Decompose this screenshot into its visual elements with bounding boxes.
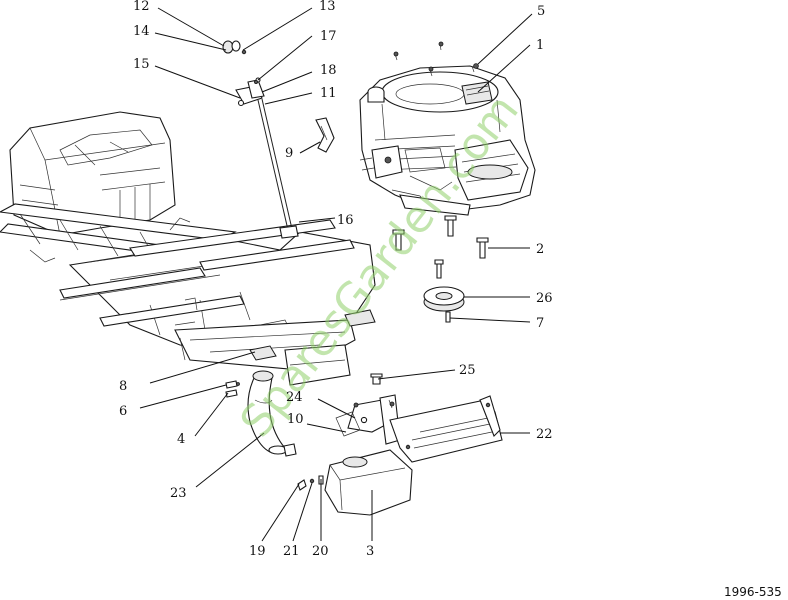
control-rod-assembly bbox=[222, 40, 335, 239]
callout-2: 2 bbox=[536, 242, 544, 257]
mower-frame bbox=[0, 111, 376, 386]
callout-labels: 1 2 3 4 5 6 7 8 9 10 11 12 13 14 15 16 1… bbox=[119, 0, 553, 559]
callout-18: 18 bbox=[320, 63, 337, 78]
callout-20: 20 bbox=[312, 544, 329, 559]
exhaust-pipe bbox=[247, 370, 297, 457]
callout-9: 9 bbox=[285, 146, 293, 161]
leader-lines bbox=[139, 7, 533, 542]
callout-16: 16 bbox=[337, 213, 354, 228]
callout-1: 1 bbox=[536, 38, 544, 53]
engine-bolts bbox=[392, 215, 489, 279]
callout-3: 3 bbox=[366, 544, 374, 559]
pulley bbox=[423, 286, 465, 323]
callout-12: 12 bbox=[133, 0, 150, 14]
callout-24: 24 bbox=[286, 390, 303, 405]
callout-7: 7 bbox=[536, 316, 544, 331]
engine bbox=[359, 41, 536, 216]
callout-15: 15 bbox=[133, 57, 150, 72]
callout-22: 22 bbox=[536, 427, 553, 442]
callout-26: 26 bbox=[536, 291, 553, 306]
callout-23: 23 bbox=[170, 486, 187, 501]
callout-14: 14 bbox=[133, 24, 150, 39]
callout-25: 25 bbox=[459, 363, 476, 378]
callout-13: 13 bbox=[319, 0, 336, 14]
callout-17: 17 bbox=[320, 29, 337, 44]
callout-5: 5 bbox=[537, 4, 545, 19]
callout-11: 11 bbox=[320, 86, 337, 101]
hardware bbox=[225, 80, 393, 491]
heat-shield bbox=[389, 395, 503, 463]
figure-reference: 1996-535 bbox=[724, 585, 782, 599]
callout-10: 10 bbox=[287, 412, 304, 427]
muffler bbox=[324, 449, 413, 516]
callout-21: 21 bbox=[283, 544, 300, 559]
callout-6: 6 bbox=[119, 404, 127, 419]
callout-4: 4 bbox=[177, 432, 185, 447]
callout-19: 19 bbox=[249, 544, 266, 559]
callout-8: 8 bbox=[119, 379, 127, 394]
